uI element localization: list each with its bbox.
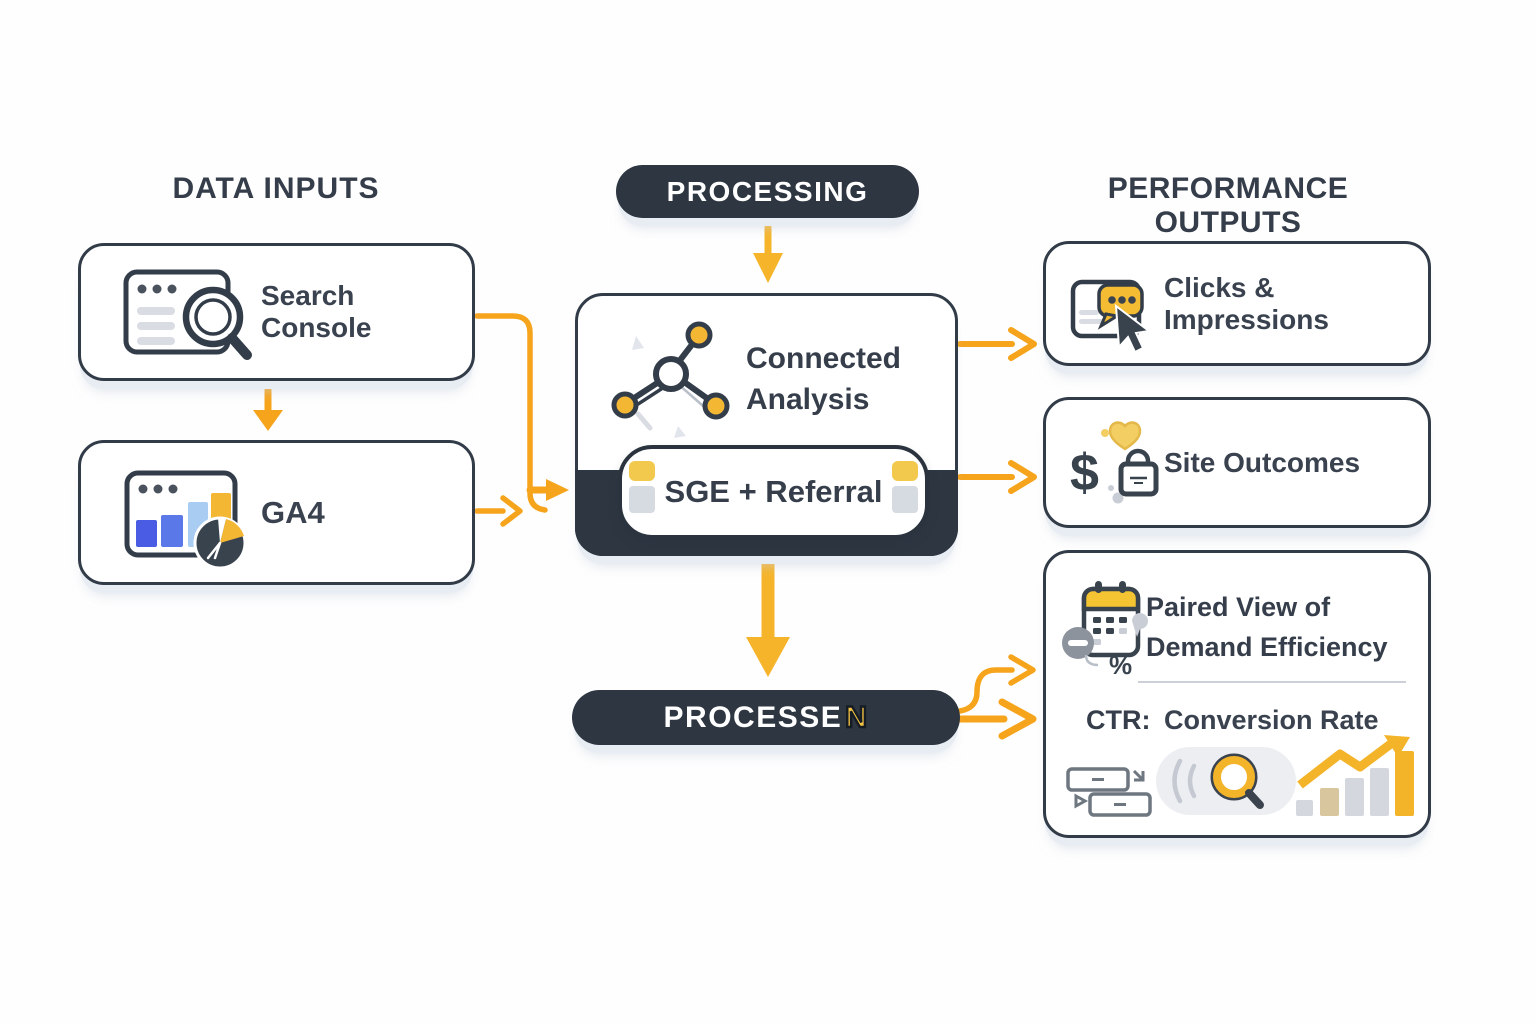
arrow-processed-to-paired-lower xyxy=(956,698,1037,740)
paired-view-title-line2: Demand Efficiency xyxy=(1146,632,1388,662)
ctr-label: CTR: xyxy=(1086,705,1151,735)
battery-icon-left xyxy=(629,461,655,513)
ga4-box: GA4 xyxy=(78,440,475,585)
search-console-icon xyxy=(123,269,252,360)
clicks-impressions-box: Clicks & Impressions xyxy=(1043,241,1431,366)
network-analysis-icon xyxy=(611,321,730,438)
arrow-processed-to-paired-upper xyxy=(957,654,1036,714)
compare-queries-icon xyxy=(1066,767,1152,817)
connected-analysis-title-line2: Analysis xyxy=(746,383,870,416)
processed-pill: PROCESSE N xyxy=(572,690,960,745)
sge-referral-label: SGE + Referral xyxy=(664,474,883,509)
processed-pill-label: PROCESSE xyxy=(663,700,843,734)
paired-view-box: % Paired View of Demand Efficiency CTR: … xyxy=(1043,550,1431,838)
percent-glyph: % xyxy=(1109,650,1132,679)
site-outcomes-label: Site Outcomes xyxy=(1164,446,1361,478)
connected-analysis-title-line1: Connected xyxy=(746,342,902,375)
paired-view-title-line1: Paired View of xyxy=(1146,592,1331,622)
sge-referral-pill: SGE + Referral xyxy=(618,445,929,539)
battery-icon-right xyxy=(892,461,918,513)
heading-performance-outputs: PERFORMANCE OUTPUTS xyxy=(1107,172,1349,239)
ga4-icon xyxy=(124,470,247,570)
dollar-glyph: $ xyxy=(1070,444,1099,502)
clicks-impressions-label: Clicks & Impressions xyxy=(1164,271,1329,335)
wire-searchconsole-to-center xyxy=(474,313,548,513)
growth-chart-icon xyxy=(1296,735,1414,816)
arrow-into-center xyxy=(526,479,569,501)
search-console-label: Search Console xyxy=(261,280,372,343)
arrow-processing-to-center xyxy=(753,223,783,283)
conversion-rate-label: Conversion Rate xyxy=(1164,705,1379,735)
paired-view-title: Paired View of Demand Efficiency xyxy=(1146,587,1388,667)
arrow-ga4-to-center xyxy=(474,495,523,527)
ga4-label: GA4 xyxy=(261,494,325,530)
connected-analysis-title: Connected Analysis xyxy=(746,338,901,420)
search-console-box: Search Console xyxy=(78,243,475,381)
cursor-n-icon: N xyxy=(844,699,869,735)
site-outcomes-icon: $ xyxy=(1070,421,1159,504)
paired-view-divider xyxy=(1138,681,1406,683)
arrow-sge-to-processed xyxy=(746,533,790,677)
demand-efficiency-icon: % xyxy=(1062,581,1148,679)
site-outcomes-box: $ Site Outcomes xyxy=(1043,397,1431,528)
arrow-center-to-clicks xyxy=(957,327,1037,361)
arrow-searchconsole-to-ga4 xyxy=(253,386,283,431)
arrow-center-to-site xyxy=(957,460,1037,494)
processing-pill-label: PROCESSING xyxy=(666,175,869,207)
clicks-impressions-icon xyxy=(1070,279,1152,354)
heading-data-inputs: DATA INPUTS xyxy=(172,172,380,205)
search-scan-icon xyxy=(1156,747,1296,815)
processing-pill: PROCESSING xyxy=(616,165,919,218)
